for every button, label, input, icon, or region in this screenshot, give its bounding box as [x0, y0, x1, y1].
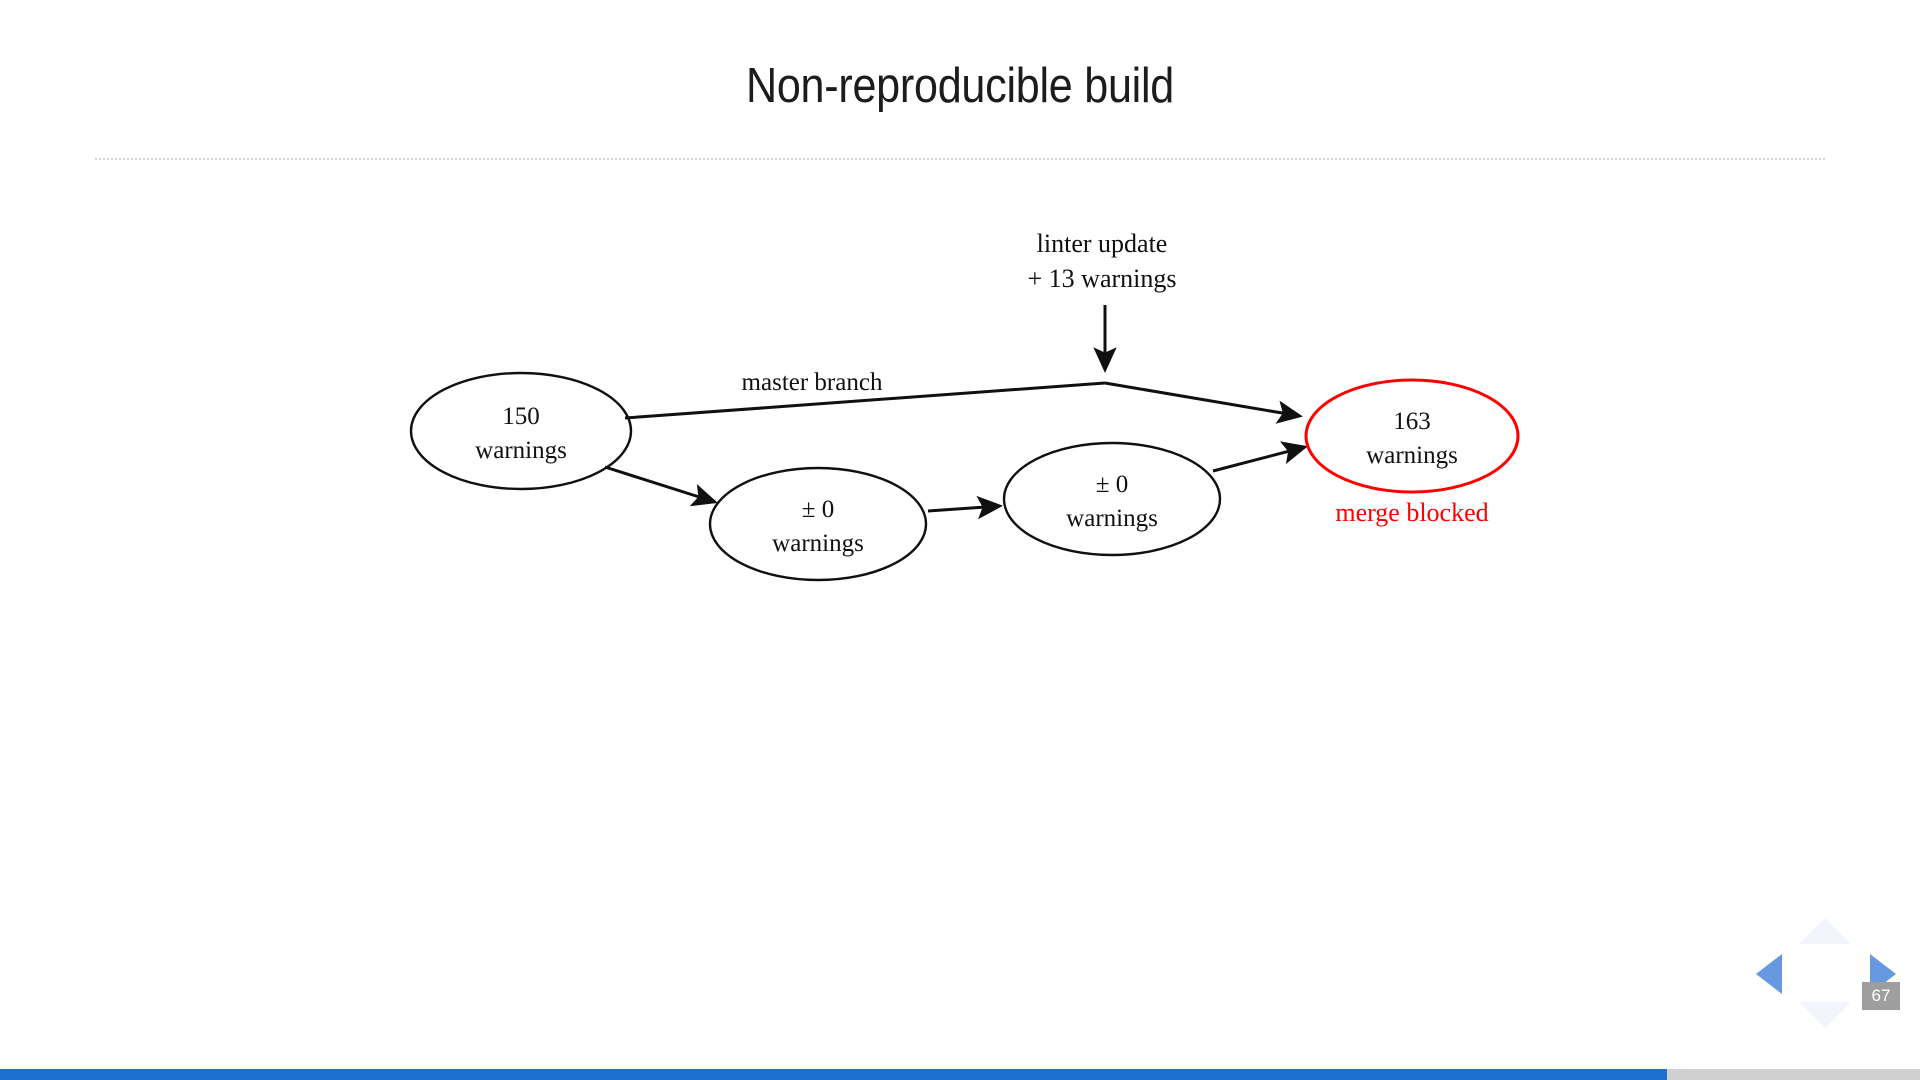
node-result-shape: [1304, 378, 1520, 494]
slide-down-arrow-icon[interactable]: [1799, 1002, 1851, 1028]
annotation-line-2: + 13 warnings: [1028, 264, 1177, 293]
annotation-line-1: linter update: [1037, 229, 1168, 258]
previous-slide-arrow-icon[interactable]: [1756, 954, 1782, 994]
node-feature-1[interactable]: ± 0 warnings: [708, 466, 928, 582]
node-feature-2-shape: [1002, 441, 1222, 557]
slide-navigation: 67: [1750, 912, 1900, 1032]
page-number-badge: 67: [1862, 982, 1900, 1010]
node-result-count: 163: [1393, 408, 1431, 435]
node-start-count: 150: [502, 403, 540, 430]
presentation-progress-fill: [0, 1069, 1667, 1080]
node-feature-1-shape: [708, 466, 928, 582]
node-feature-2-unit: warnings: [1066, 505, 1158, 532]
node-result-unit: warnings: [1366, 442, 1458, 469]
build-flow-diagram: linter update + 13 warnings master branc…: [409, 229, 1520, 582]
edge-feature-1-to-feature-2: [927, 495, 1003, 520]
node-feature-2[interactable]: ± 0 warnings: [1002, 441, 1222, 557]
edge-label-master-branch: master branch: [742, 369, 883, 396]
edge-master-branch-segment-2: [1104, 381, 1303, 424]
node-result[interactable]: 163 warnings: [1304, 378, 1520, 494]
presentation-progress-bar[interactable]: [0, 1069, 1920, 1080]
node-feature-1-unit: warnings: [772, 530, 864, 557]
edge-start-to-feature-1: [604, 465, 718, 507]
node-start-shape: [409, 371, 633, 491]
edge-master-branch-segment-1: [624, 381, 1106, 420]
node-start[interactable]: 150 warnings: [409, 371, 633, 491]
node-feature-2-count: ± 0: [1096, 471, 1128, 498]
status-badge: merge blocked: [1335, 498, 1488, 527]
edge-feature-2-to-result: [1212, 441, 1308, 473]
title-divider: [95, 158, 1825, 160]
node-start-unit: warnings: [475, 437, 567, 464]
page-title: Non-reproducible build: [745, 59, 1175, 113]
node-feature-1-count: ± 0: [802, 496, 834, 523]
slide-up-arrow-icon[interactable]: [1799, 918, 1851, 944]
